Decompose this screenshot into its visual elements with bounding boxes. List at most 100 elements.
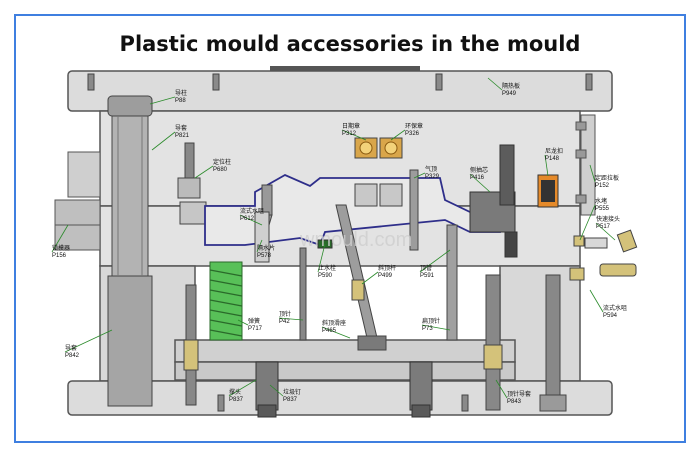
- side-lock-block-upper: [67, 151, 101, 198]
- stop-button-left: [255, 361, 279, 411]
- callout-ref: P590: [318, 273, 333, 279]
- stop-button-right: [409, 361, 433, 411]
- outer-border: [14, 14, 686, 443]
- callout-leader: [64, 329, 113, 353]
- callout-leader: [194, 165, 214, 179]
- callout-leader: [469, 173, 491, 193]
- callout-leader: [487, 77, 503, 91]
- callout-ref: P156: [52, 253, 67, 259]
- callout-leader: [228, 379, 257, 397]
- callout-name: 撑头: [229, 388, 241, 396]
- callout-name: 顶针: [279, 310, 291, 318]
- callout-ref: P717: [248, 326, 263, 332]
- callout-name: 顶针导套: [507, 390, 531, 398]
- callout-leader: [589, 164, 596, 183]
- callout-leader: [278, 317, 304, 321]
- callout-name: 隔热板: [502, 82, 520, 90]
- callout-leader: [256, 239, 263, 253]
- quick-coupler: [584, 237, 608, 249]
- callout-leader: [579, 204, 596, 241]
- callout-layer: 导柱P88导套P821定位柱P680锁模器P156导套P842日期章P312环保…: [51, 77, 627, 405]
- callout-ref: P416: [470, 175, 485, 181]
- locating-pin: [184, 142, 195, 179]
- callout-ref: P73: [422, 326, 433, 332]
- callout-ref: P326: [405, 131, 420, 137]
- callout-name: 斜顶滑座: [322, 319, 346, 327]
- callout-name: 弹簧: [248, 317, 260, 325]
- callout-name: 气顶: [425, 165, 437, 173]
- callout-ref: P843: [507, 399, 522, 405]
- callout-name: 流式水咀: [240, 207, 264, 215]
- callout-ref: P517: [596, 224, 611, 230]
- callout-name: 日期章: [342, 122, 360, 130]
- callout-name: 斜顶杆: [378, 264, 396, 272]
- guide-pin-head: [107, 95, 153, 117]
- callout-name: 定距拉板: [595, 174, 619, 182]
- air-poppet: [409, 169, 419, 251]
- callout-leader: [341, 129, 367, 141]
- callout-ref: P152: [595, 183, 610, 189]
- ejector-retainer-plate: [174, 339, 516, 363]
- callout-name: 水堵: [595, 197, 607, 205]
- callout-leader: [151, 131, 176, 151]
- lifter-slide-base: [357, 335, 387, 351]
- callout-name: 环保章: [405, 122, 423, 130]
- callout-ref: P837: [229, 397, 244, 403]
- callout-name: 扁顶针: [422, 317, 440, 325]
- sprue-bar: [270, 66, 420, 72]
- page-title: Plastic mould accessories in the mould: [119, 32, 581, 56]
- callout-leader: [361, 271, 379, 285]
- callout-leader: [237, 319, 249, 326]
- watermark: wmould.com: [299, 229, 412, 251]
- support-pillar: [545, 274, 561, 411]
- nipple-fitting: [599, 263, 637, 277]
- callout-name: 导柱: [175, 89, 187, 97]
- callout-name: 隔水片: [257, 244, 275, 252]
- callout-ref: P821: [175, 133, 190, 139]
- callout-ref: P465: [322, 328, 337, 334]
- callout-leader: [589, 289, 604, 313]
- callout-name: 快速接头: [596, 215, 620, 223]
- callout-leader: [269, 384, 284, 397]
- callout-leader: [419, 249, 451, 273]
- callout-leader: [51, 224, 69, 253]
- callout-ref: P591: [420, 273, 435, 279]
- callout-leader: [495, 379, 508, 399]
- callout-leader: [149, 96, 176, 105]
- callout-leader: [239, 214, 263, 226]
- callout-ref: P837: [283, 397, 298, 403]
- callout-leader: [390, 129, 406, 141]
- callout-ref: P612: [240, 216, 255, 222]
- callout-ref: P88: [175, 98, 186, 104]
- callout-name: 垃圾钉: [283, 388, 301, 396]
- callout-name: 侧抽芯: [470, 166, 488, 174]
- guide-pin: [111, 115, 149, 277]
- callout-leader: [317, 243, 326, 273]
- length-bolt-plate: [580, 114, 596, 216]
- callout-ref: P42: [279, 319, 290, 325]
- callout-ref: P555: [595, 206, 610, 212]
- callout-ref: P594: [603, 313, 618, 319]
- callout-name: 尼龙扣: [545, 147, 563, 155]
- callout-leader: [413, 172, 426, 179]
